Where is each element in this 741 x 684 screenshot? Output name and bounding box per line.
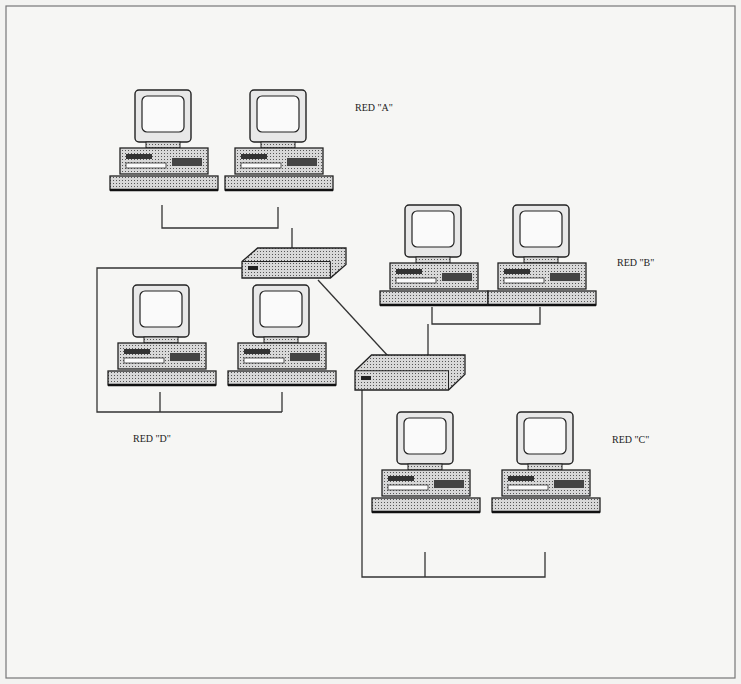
hub-device	[242, 248, 346, 278]
network-label: RED "D"	[133, 433, 171, 444]
network-label: RED "A"	[355, 102, 393, 113]
computer-icon	[225, 90, 333, 190]
computer-icon	[228, 285, 336, 385]
computer-icon	[488, 205, 596, 305]
network-label: RED "C"	[612, 434, 649, 445]
network-label: RED "B"	[617, 257, 654, 268]
computer-icon	[108, 285, 216, 385]
computer-icon	[492, 412, 600, 512]
frame	[6, 6, 735, 678]
network-wires	[97, 205, 545, 577]
computer-icon	[380, 205, 488, 305]
computer-icon	[372, 412, 480, 512]
computer-icon	[110, 90, 218, 190]
hub-device	[355, 355, 465, 390]
